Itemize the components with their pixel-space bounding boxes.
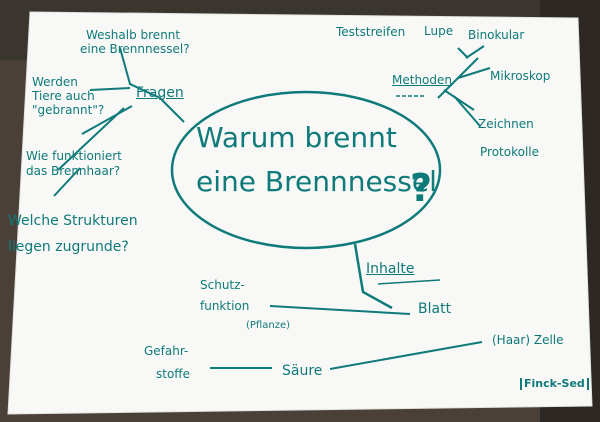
inhalte-label: Inhalte	[366, 261, 415, 277]
blatt-label: Blatt	[418, 301, 452, 317]
central-question-line-2: eine Brennnessel	[196, 165, 437, 198]
gefahr-line-2: stoffe	[156, 367, 190, 381]
saeure-label: Säure	[282, 363, 323, 379]
schutz-suffix: (Pflanze)	[246, 320, 290, 331]
method-lupe: Lupe	[424, 24, 454, 38]
question-3-line-2: das Brennhaar?	[26, 164, 121, 178]
schutz-line-1: Schutz-	[200, 278, 245, 292]
method-binokular: Binokular	[468, 28, 525, 42]
question-3-line-1: Wie funktioniert	[26, 149, 122, 163]
gefahr-line-1: Gefahr-	[144, 344, 189, 358]
question-4-line-2: liegen zugrunde?	[8, 239, 129, 255]
method-teststreifen: Teststreifen	[336, 25, 406, 39]
method-protokolle: Protokolle	[480, 145, 539, 159]
schutz-line-2: funktion	[200, 299, 250, 313]
method-zeichnen: Zeichnen	[478, 117, 534, 131]
method-mikroskop: Mikroskop	[490, 69, 551, 83]
fragen-label: Fragen	[136, 85, 184, 101]
hair-cell-label: (Haar) Zelle	[492, 333, 564, 347]
question-4-line-1: Welche Strukturen	[8, 213, 138, 229]
central-question-line-1: Warum brennt	[196, 121, 397, 154]
question-1-line-1: Weshalb brennt	[86, 28, 181, 42]
question-2-line-2: Tiere auch	[32, 89, 95, 103]
signature-stamp: Finck-Sed	[520, 377, 589, 391]
question-2-line-3: "gebrannt"?	[32, 103, 105, 117]
question-1-line-2: eine Brennnessel?	[80, 42, 190, 56]
question-2-line-1: Werden	[32, 75, 78, 89]
central-question-mark: ?	[410, 166, 433, 210]
methoden-label: Methoden	[392, 73, 452, 87]
